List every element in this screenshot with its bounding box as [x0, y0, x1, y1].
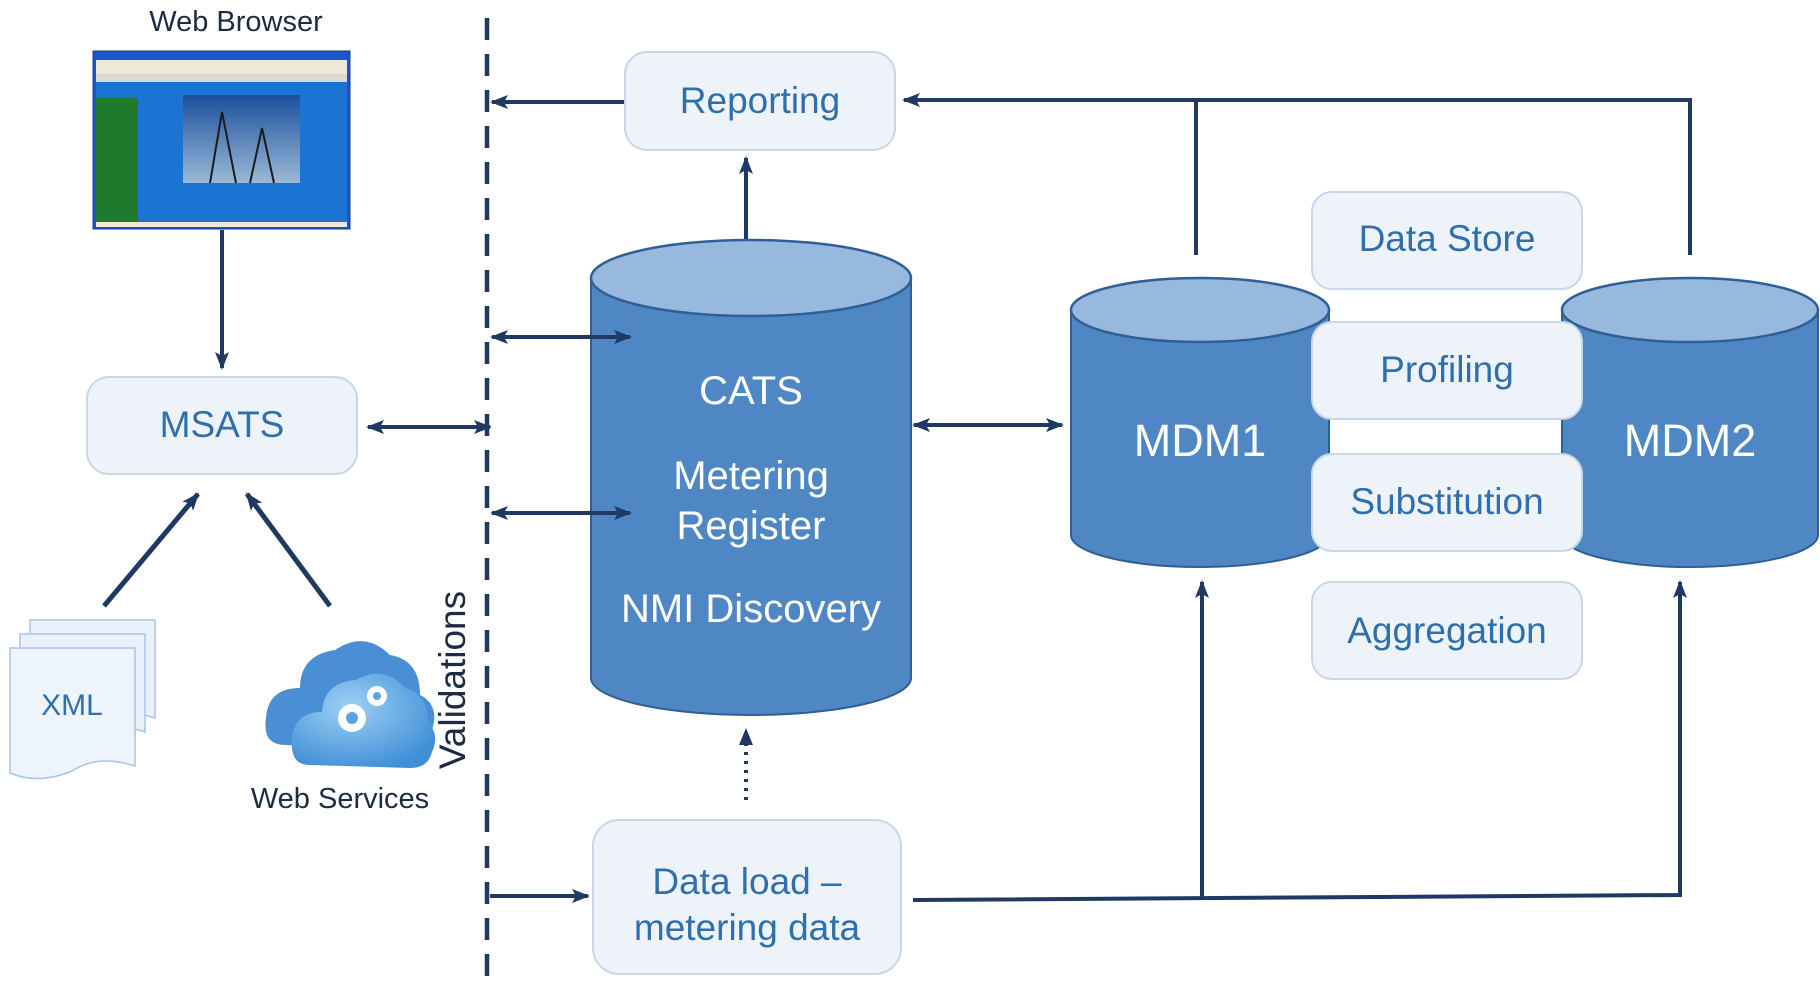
msats-label: MSATS [160, 404, 285, 445]
cats-register: Register [677, 504, 826, 548]
profiling-label: Profiling [1380, 349, 1514, 390]
arrow-mdm-to-reporting [902, 93, 1692, 255]
cats-nmi-discovery: NMI Discovery [621, 587, 881, 631]
mdm2-label: MDM2 [1624, 415, 1757, 466]
aggregation-box[interactable] [1311, 581, 1583, 680]
mdm1-label: MDM1 [1134, 415, 1267, 466]
arrow-dataload-to-cats-head [739, 728, 753, 745]
msats-box[interactable] [86, 376, 358, 475]
profiling-box[interactable] [1311, 321, 1583, 420]
data-load-line2: metering data [634, 907, 861, 948]
cats-cylinder[interactable] [589, 238, 913, 716]
arrow-webservices-to-msats [244, 492, 333, 608]
reporting-box[interactable] [624, 51, 896, 151]
data-store-label: Data Store [1359, 218, 1536, 259]
substitution-box[interactable] [1311, 453, 1583, 552]
validations-label: Validations [432, 591, 473, 769]
data-load-line1: Data load – [652, 861, 842, 902]
web-services-label: Web Services [251, 783, 429, 815]
substitution-label: Substitution [1350, 481, 1543, 522]
cats-metering: Metering [673, 454, 829, 498]
web-services-cloud-icon [265, 641, 436, 768]
reporting-label: Reporting [680, 80, 840, 121]
data-store-box[interactable] [1311, 191, 1583, 290]
browser-screenshot-icon [92, 50, 351, 230]
cats-title: CATS [699, 369, 803, 413]
browser-caption: Web Browser [149, 6, 323, 38]
arrow-xml-to-msats [102, 492, 200, 608]
mdm2-cylinder[interactable] [1560, 276, 1820, 568]
aggregation-label: Aggregation [1347, 610, 1547, 651]
xml-document-icon [9, 619, 156, 780]
arrow-dataload-to-mdm2 [912, 580, 1687, 902]
xml-label: XML [41, 689, 103, 722]
data-load-box[interactable] [592, 819, 902, 975]
